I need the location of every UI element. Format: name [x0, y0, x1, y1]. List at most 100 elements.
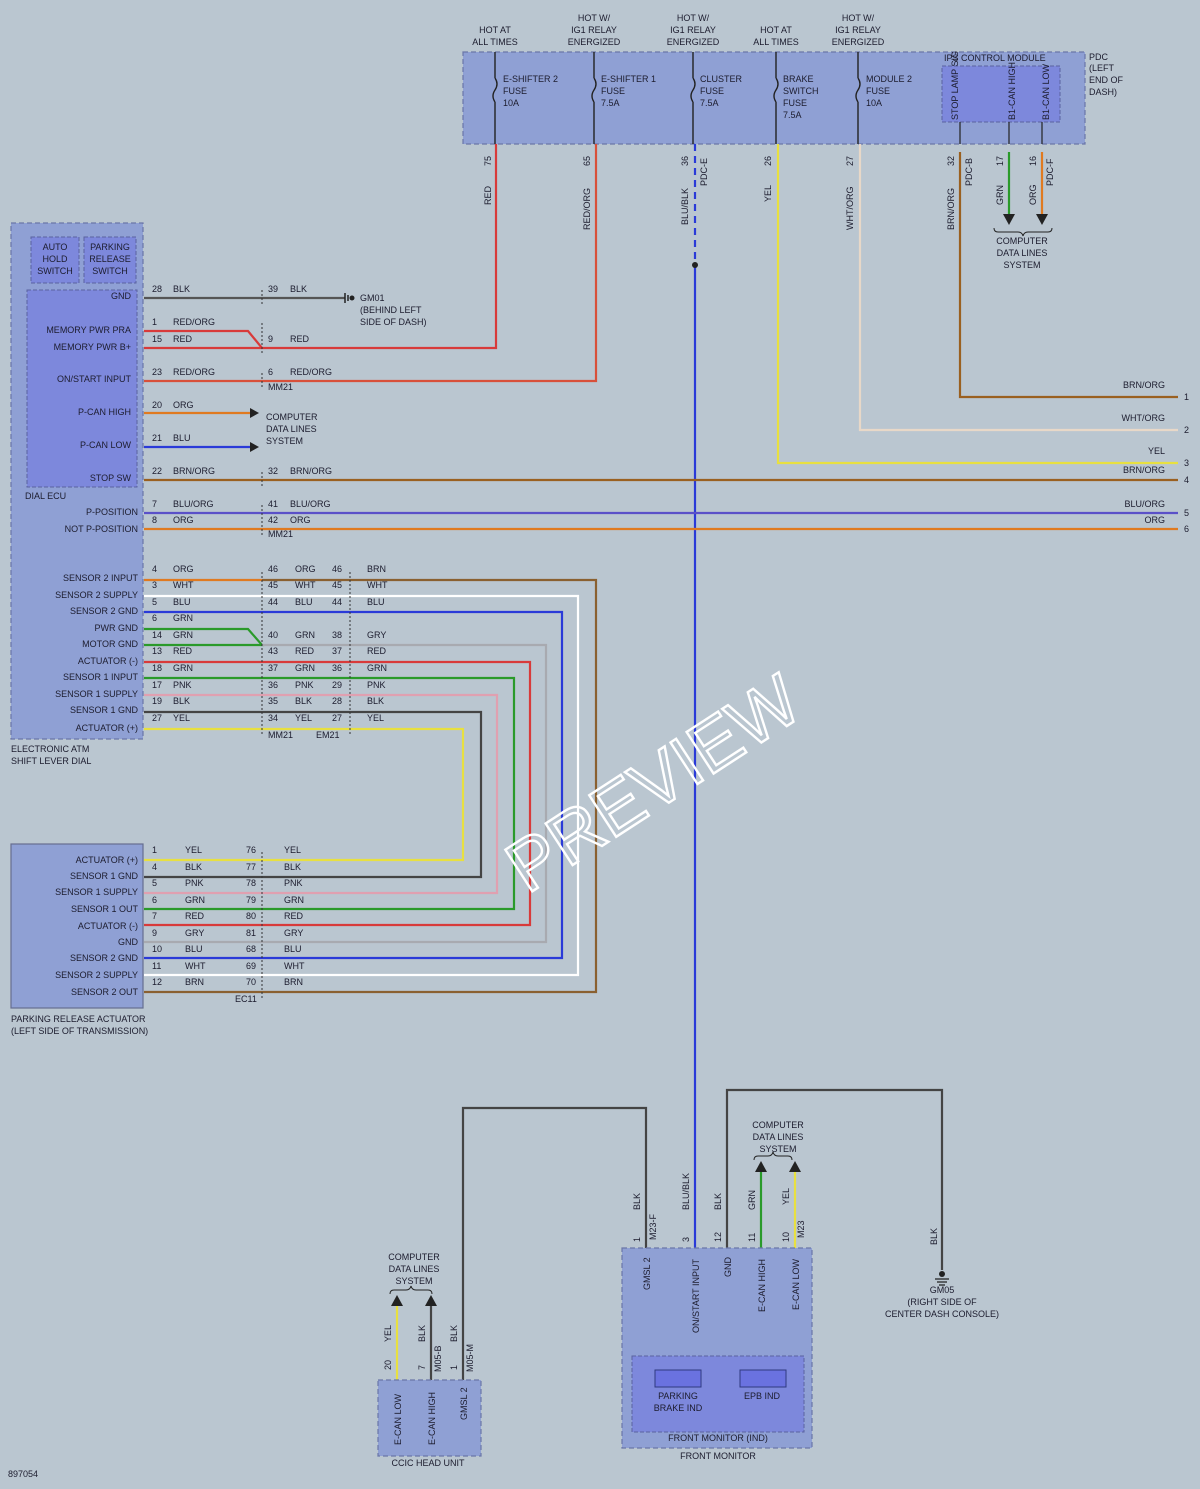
wire-color: RED/ORG	[173, 317, 215, 327]
pdc-can-arrows	[993, 152, 1053, 237]
ccic-head-unit: E-CAN LOW E-CAN HIGH GMSL 2 20 7 1 YEL B…	[377, 1252, 482, 1468]
cdls-pdc-l1: COMPUTER	[996, 236, 1048, 246]
ccic-pin-label: E-CAN LOW	[393, 1393, 403, 1445]
pin-num: 12	[152, 977, 162, 987]
act-pin-label: SENSOR 1 SUPPLY	[55, 887, 138, 897]
fm-wire-color: BLU/BLK	[681, 1173, 691, 1210]
pin-num: 4	[152, 862, 157, 872]
edge-ref: 4	[1184, 475, 1189, 485]
act-pin-label: GND	[118, 937, 139, 947]
ccic-pin-num: 7	[417, 1365, 427, 1370]
pdc-wire-yel: YEL	[763, 185, 773, 202]
wire-color: GRN	[295, 630, 315, 640]
pin-num: 1	[152, 845, 157, 855]
pin-num: 80	[246, 911, 256, 921]
wire-color: RED/ORG	[290, 367, 332, 377]
pin-num: 14	[152, 630, 162, 640]
gm05-wire-color: BLK	[929, 1228, 939, 1245]
pin-num: 44	[268, 597, 278, 607]
auto-hold-l3: SWITCH	[37, 266, 73, 276]
ccic-pin-label: E-CAN HIGH	[427, 1392, 437, 1445]
fuse-4-l3: 10A	[866, 98, 882, 108]
connector-mm21: MM21	[268, 529, 293, 539]
pin-sensor2-supply: SENSOR 2 SUPPLY	[55, 590, 138, 600]
prs-l1: PARKING	[90, 242, 130, 252]
wire-color: BLK	[185, 862, 202, 872]
wire-color: WHT	[295, 580, 316, 590]
wire-sensor2-out	[144, 578, 598, 994]
wire-color: BLK	[295, 696, 312, 706]
pin-num: 38	[332, 630, 342, 640]
wire-color: YEL	[173, 713, 190, 723]
wire-actuator-plus	[144, 727, 465, 862]
pin-num: 28	[332, 696, 342, 706]
pin-p-position: P-POSITION	[86, 507, 138, 517]
wire-color: ORG	[173, 400, 194, 410]
fuse-3-l1: BRAKE	[783, 74, 814, 84]
pdc-wire-grn: GRN	[995, 185, 1005, 205]
edge-label: BRN/ORG	[1123, 380, 1165, 390]
arrow-up-icon	[755, 1161, 767, 1172]
pin-num: 23	[152, 367, 162, 377]
gm05-l1: GM05	[930, 1285, 955, 1295]
wire-color: RED	[295, 646, 315, 656]
fuse-1-l2: FUSE	[601, 86, 625, 96]
pdc-label-l2: (LEFT	[1089, 63, 1115, 73]
dial-ecu-wire-labels: 28 BLK 1 RED/ORG 15 RED 23 RED/ORG 20 OR…	[152, 284, 215, 525]
auto-hold-l2: HOLD	[42, 254, 68, 264]
fuse-0-l3: 10A	[503, 98, 519, 108]
pin-num: 42	[268, 515, 278, 525]
act-pin-label: ACTUATOR (+)	[76, 855, 138, 865]
pb-ind-l2: BRAKE IND	[654, 1403, 703, 1413]
act-pin-label: SENSOR 1 OUT	[71, 904, 139, 914]
pin-num: 7	[152, 499, 157, 509]
cdls-fm-l2: DATA LINES	[753, 1132, 804, 1142]
fuse-symbol-3	[773, 52, 779, 144]
cdls-pdc-l2: DATA LINES	[997, 248, 1048, 258]
hdr-0-l1: HOT AT	[479, 25, 511, 35]
connector-ec11: EC11	[235, 994, 257, 1004]
pin-memory-pwr-pra: MEMORY PWR PRA	[46, 325, 131, 335]
edge-label: BRN/ORG	[1123, 465, 1165, 475]
pin-num: 6	[152, 895, 157, 905]
wire-color: ORG	[295, 564, 316, 574]
cdls-ccic-l3: SYSTEM	[395, 1276, 432, 1286]
gm01-label-l3: SIDE OF DASH)	[360, 317, 427, 327]
ccic-pin-num: 20	[383, 1360, 393, 1370]
pin-num: 36	[268, 680, 278, 690]
wire-whtorg-2	[858, 144, 1178, 432]
wire-color: BLK	[173, 284, 190, 294]
connector-mm21: MM21	[268, 730, 293, 740]
conn-pdc-f: PDC-F	[1045, 158, 1055, 186]
wire-color: GRY	[185, 928, 204, 938]
pin-num: 1	[152, 317, 157, 327]
wire-color: GRN	[185, 895, 205, 905]
ground-gm05: BLK GM05 (RIGHT SIDE OF CENTER DASH CONS…	[885, 1228, 999, 1319]
wire-pwr-gnd	[144, 627, 265, 647]
arrow-up-icon	[425, 1295, 437, 1306]
pin-num: 6	[152, 613, 157, 623]
connector-m05b: M05-B	[433, 1345, 443, 1372]
wire-color: GRN	[173, 663, 193, 673]
gm01-label-l2: (BEHIND LEFT	[360, 305, 422, 315]
hdr-3-l2: ALL TIMES	[753, 37, 799, 47]
pin-motor-gnd: MOTOR GND	[82, 639, 138, 649]
edge-label: ORG	[1144, 515, 1165, 525]
arrow-right-icon	[250, 442, 259, 452]
edge-label: WHT/ORG	[1122, 413, 1166, 423]
wire-gmsl2	[461, 1106, 648, 1248]
pin-num: 78	[246, 878, 256, 888]
fuse-2-l1: CLUSTER	[700, 74, 743, 84]
pdc-wire-blublk: BLU/BLK	[680, 188, 690, 225]
cdls-left-l2: DATA LINES	[266, 424, 317, 434]
pin-num: 19	[152, 696, 162, 706]
pin-num: 45	[332, 580, 342, 590]
fm-pin-num: 10	[781, 1232, 791, 1242]
arrow-down-icon	[1003, 214, 1015, 225]
pin-num: 35	[268, 696, 278, 706]
pdc-pin-36: 36	[680, 156, 690, 166]
pin-num: 44	[332, 597, 342, 607]
pin-num: 45	[268, 580, 278, 590]
ccic-pin-num: 1	[449, 1365, 459, 1370]
